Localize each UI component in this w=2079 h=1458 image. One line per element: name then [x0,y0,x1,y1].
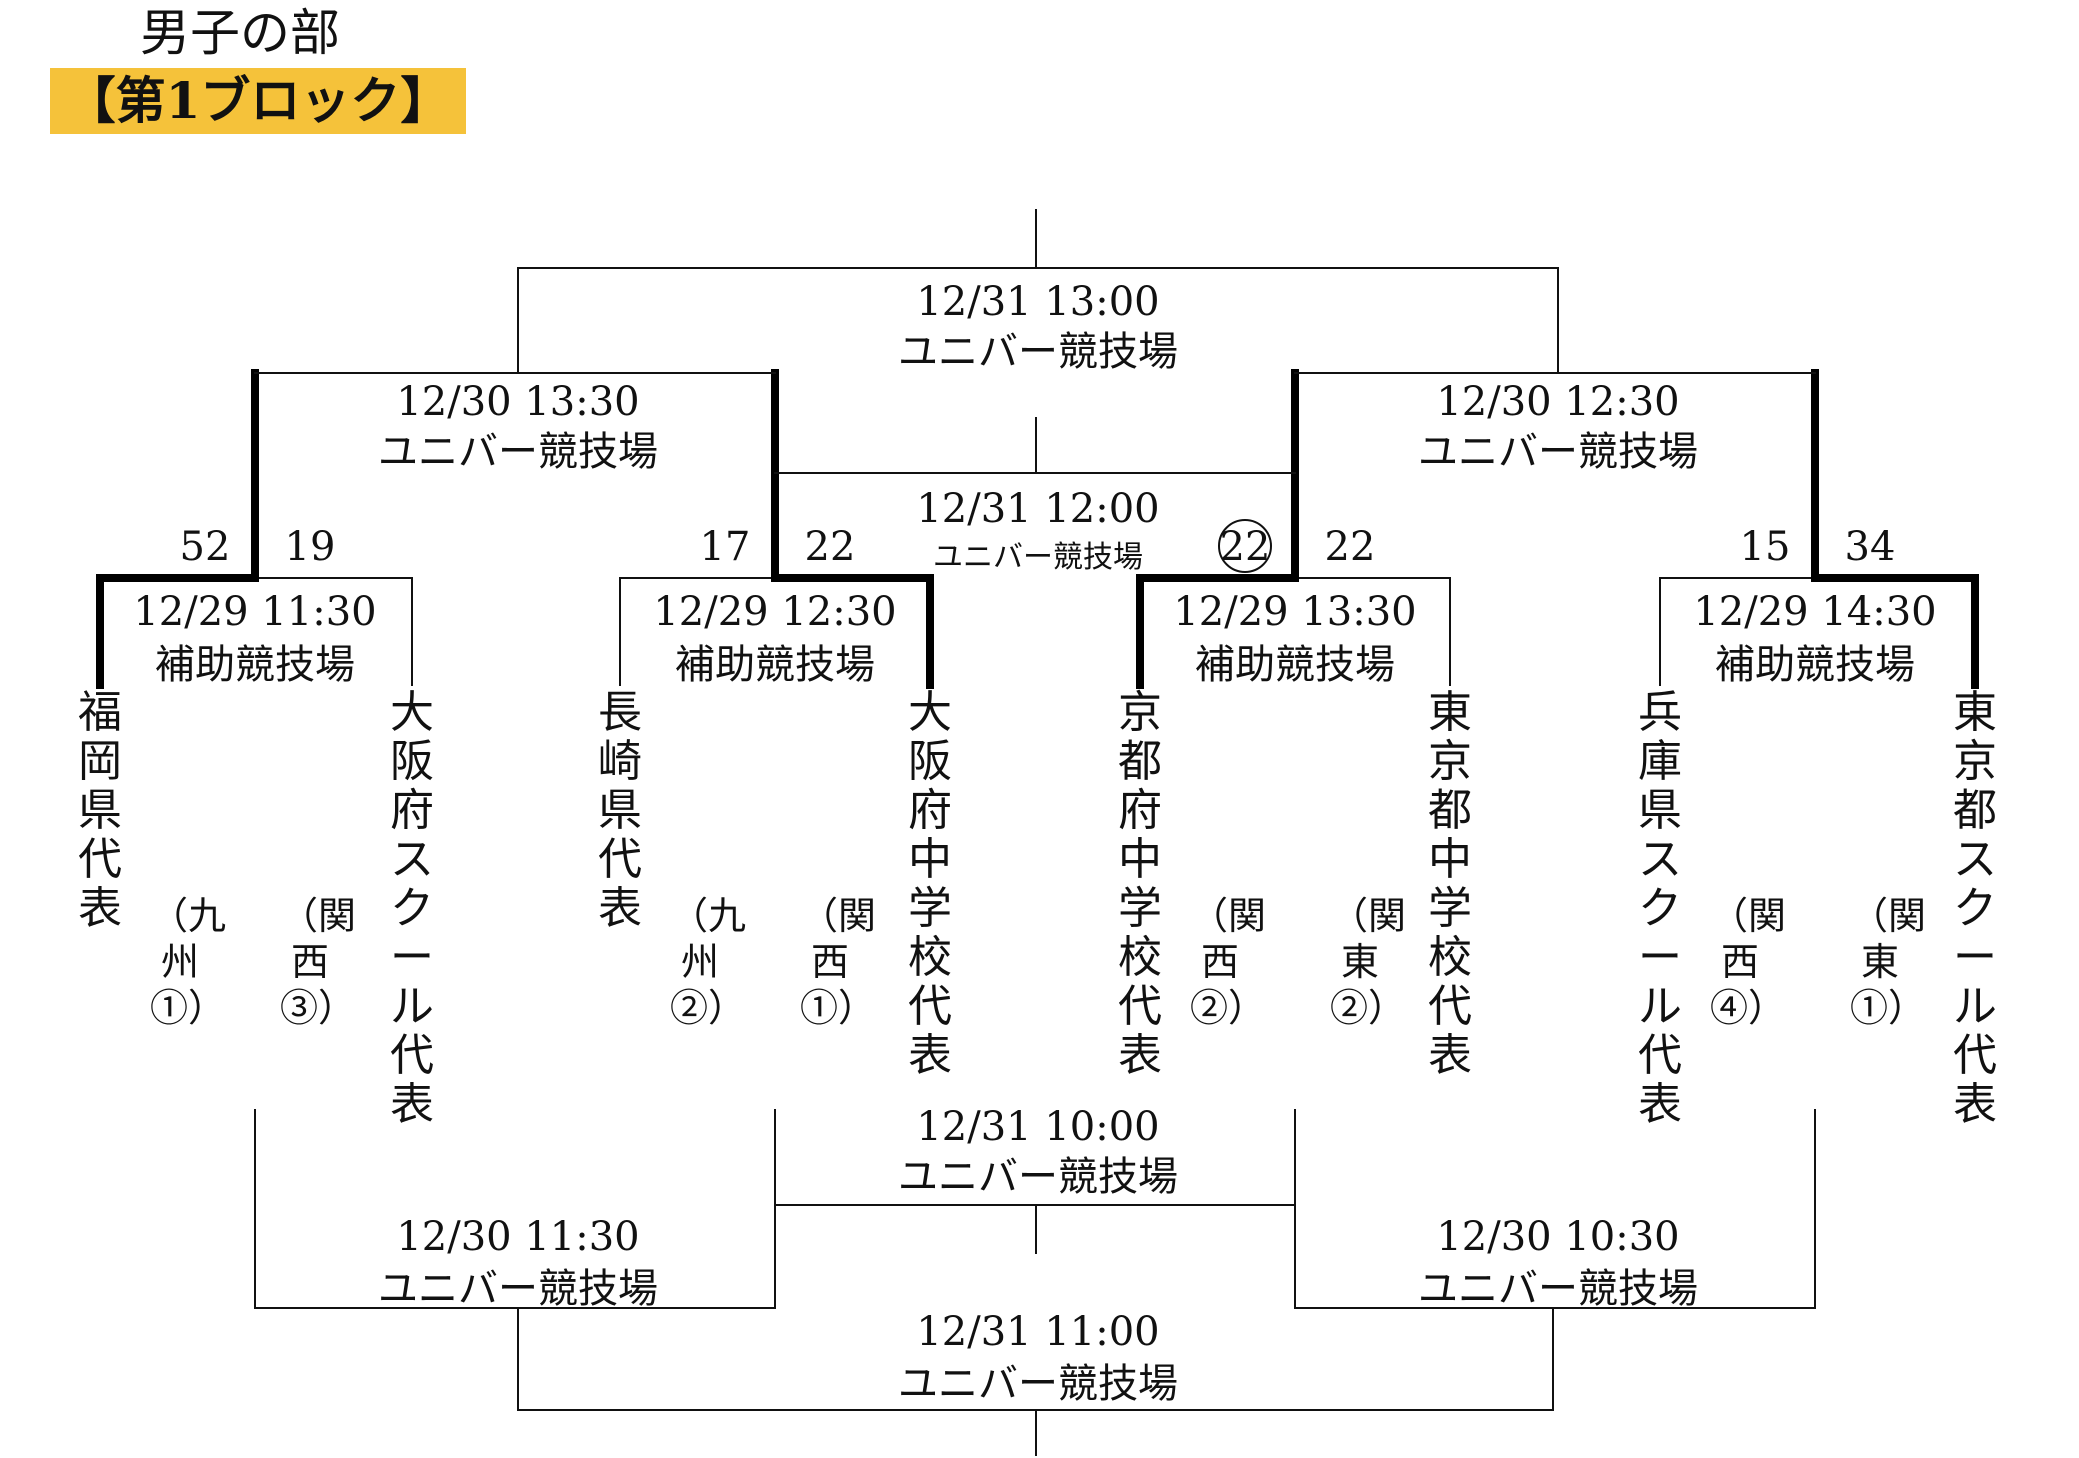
r1-3-score-left: 22 [1220,524,1271,570]
r3-top-final-time: 12/31 13:00 [916,279,1159,325]
r2-top-1-time: 12/30 13:30 [396,379,639,425]
team-name: 福岡県代表 [78,687,122,934]
team-name: 大阪府スクール代表 [390,687,434,1130]
r3-top-mid-venue: ユニバー競技場 [933,540,1143,575]
r1-1-score-right: 19 [285,524,336,570]
team-name: 兵庫県スクール代表 [1638,687,1682,1130]
team-region: （関西①） [800,894,877,1030]
r1-4-venue: 補助競技場 [1715,642,1915,688]
r3-bottom-final-venue: ユニバー競技場 [898,1361,1178,1407]
r1-4-time: 12/29 14:30 [1693,589,1936,635]
r3-bottom-final-time: 12/31 11:00 [916,1309,1159,1355]
team-region: （関西③） [280,894,357,1030]
team-region: （九州①） [150,894,227,1030]
r1-1-score-left: 52 [180,524,231,570]
team-region: （関東②） [1330,894,1407,1030]
r1-2-venue: 補助競技場 [675,642,875,688]
r1-2-score-left: 17 [700,524,751,570]
r2-bottom-2-venue: ユニバー競技場 [1418,1266,1698,1312]
r1-1-time: 12/29 11:30 [133,589,376,635]
team-name: 大阪府中学校代表 [908,687,952,1081]
r2-top-2-time: 12/30 12:30 [1436,379,1679,425]
r2-bottom-1-venue: ユニバー競技場 [378,1266,658,1312]
division-title: 男子の部 [140,4,340,62]
team-name: 京都府中学校代表 [1118,687,1162,1081]
team-region: （関西④） [1710,894,1787,1030]
block-label: 【第1ブロック】 [50,68,466,134]
team-name: 長崎県代表 [598,687,642,934]
team-region: （関東①） [1850,894,1927,1030]
r1-4-score-right: 34 [1845,524,1896,570]
r2-top-2-venue: ユニバー競技場 [1418,429,1698,475]
r1-3-score-right: 22 [1325,524,1376,570]
r1-1-venue: 補助競技場 [155,642,355,688]
r2-bottom-2-time: 12/30 10:30 [1436,1214,1679,1260]
r1-3-time: 12/29 13:30 [1173,589,1416,635]
r1-2-score-right: 22 [805,524,856,570]
r3-top-mid-time: 12/31 12:00 [916,486,1159,532]
team-name: 東京都スクール代表 [1953,687,1997,1130]
r1-2-time: 12/29 12:30 [653,589,896,635]
r3-top-final-venue: ユニバー競技場 [898,329,1178,375]
r1-3-venue: 補助競技場 [1195,642,1395,688]
r3-bottom-mid-venue: ユニバー競技場 [898,1154,1178,1200]
team-region: （九州②） [670,894,747,1030]
r3-bottom-mid-time: 12/31 10:00 [916,1104,1159,1150]
team-region: （関西②） [1190,894,1267,1030]
r1-4-score-left: 15 [1740,524,1791,570]
header: 男子の部 【第1ブロック】 [50,0,470,135]
r2-top-1-venue: ユニバー競技場 [378,429,658,475]
circled-score-mark [1218,519,1272,573]
team-name: 東京都中学校代表 [1428,687,1472,1081]
r2-bottom-1-time: 12/30 11:30 [396,1214,639,1260]
